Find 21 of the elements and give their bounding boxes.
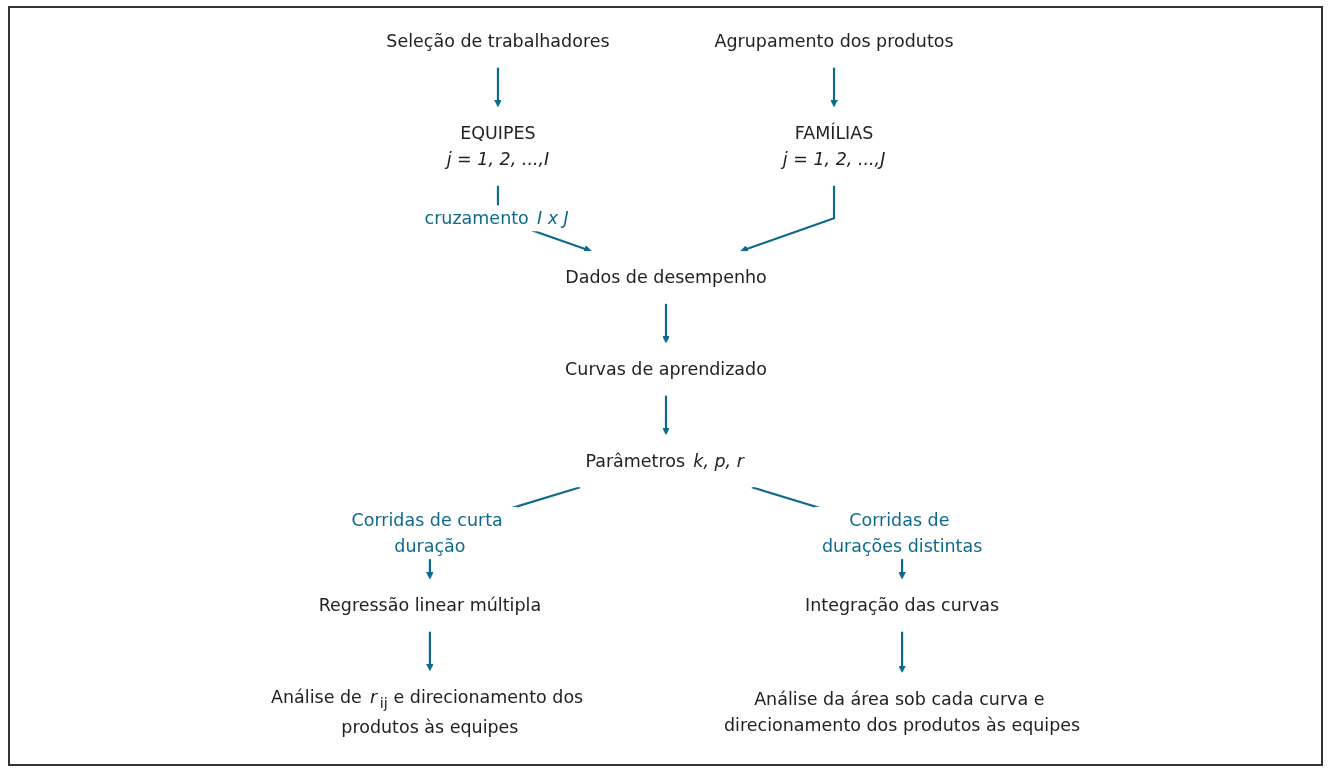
edge-label: cruzamento I x J xyxy=(424,207,569,229)
node-text: Agrupamento dos produtos xyxy=(714,30,954,52)
node-text: FAMÍLIAS j = 1, 2, ...,J xyxy=(782,122,885,170)
arrow xyxy=(493,67,502,108)
node-text: Regressão linear múltipla xyxy=(318,594,541,616)
node-text: Parâmetros k, p, r xyxy=(584,450,744,472)
arrow xyxy=(661,395,670,436)
arrow xyxy=(829,67,838,108)
node-text: Dados de desempenho xyxy=(564,266,767,288)
node-text: Seleção de trabalhadores xyxy=(385,30,610,52)
node-text: Análise da área sob cada curva e direcionamento dos produtos às equipes xyxy=(723,688,1080,736)
node-text: Integração das curvas xyxy=(804,594,999,616)
arrow xyxy=(661,303,670,344)
node-text: Curvas de aprendizado xyxy=(564,358,767,380)
node-text: EQUIPES j = 1, 2, ...,I xyxy=(446,122,549,170)
arrow xyxy=(897,631,906,673)
arrow xyxy=(739,185,835,253)
edge-label: Corridas de curta duração xyxy=(351,509,503,557)
edge-label: Corridas de durações distintas xyxy=(821,509,982,557)
node-text: Análise de r$_{ij}$ e direcionamento dos produtos às equipes xyxy=(270,686,583,738)
arrow xyxy=(425,631,434,672)
